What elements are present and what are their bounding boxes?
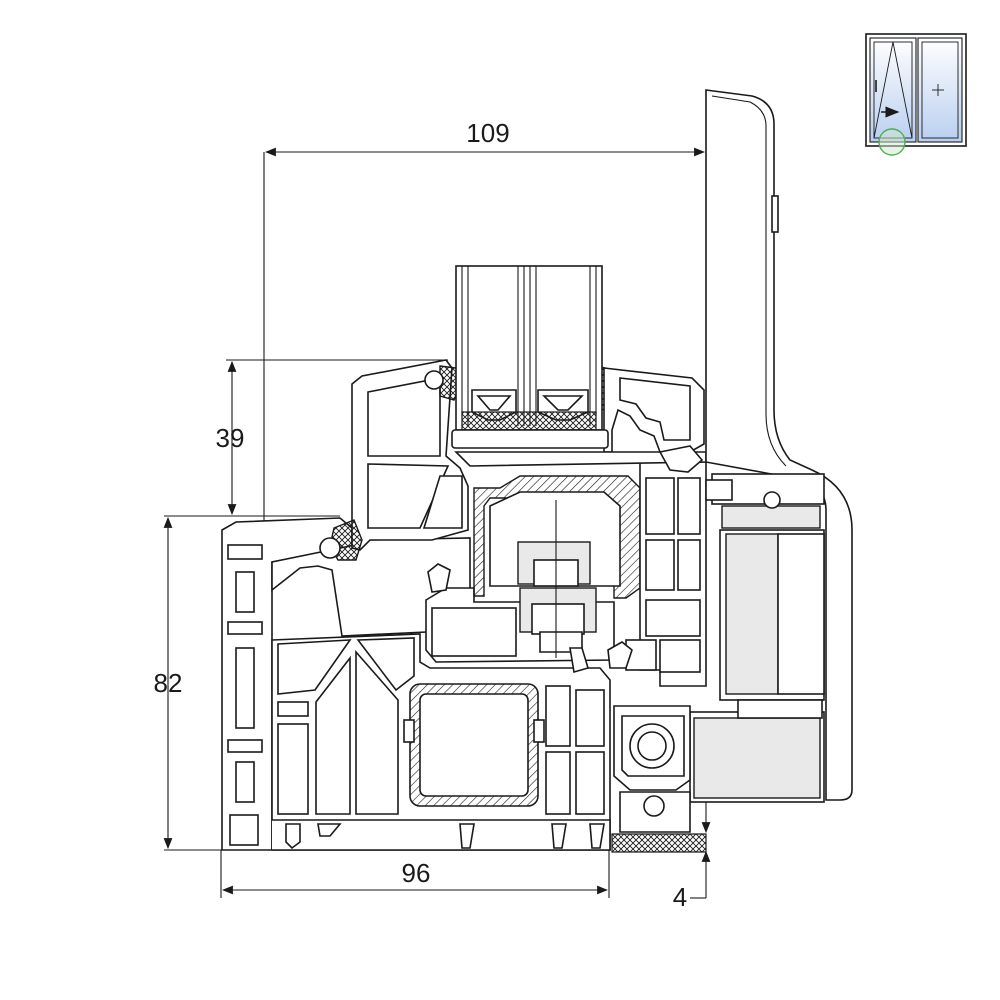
dimension-sash-height: 39 (216, 359, 448, 516)
dimension-label-39: 39 (216, 423, 245, 453)
dimension-frame-width: 96 (220, 850, 610, 898)
dimension-offset: 4 (673, 790, 711, 912)
dimension-label-82: 82 (154, 668, 183, 698)
triple-glazing-unit (451, 265, 609, 449)
dimension-label-96: 96 (402, 858, 431, 888)
section-highlight-circle (878, 128, 906, 156)
tilt-and-turn-window-icon (865, 33, 967, 156)
dimension-label-109: 109 (466, 118, 509, 148)
glazing-bead (454, 367, 707, 473)
window-handle (689, 89, 853, 803)
sash-profile (351, 359, 707, 687)
dimension-label-4: 4 (673, 882, 687, 912)
roller-hardware (611, 705, 707, 853)
outer-frame-profile (221, 517, 611, 851)
dimension-frame-height: 82 (154, 515, 340, 851)
